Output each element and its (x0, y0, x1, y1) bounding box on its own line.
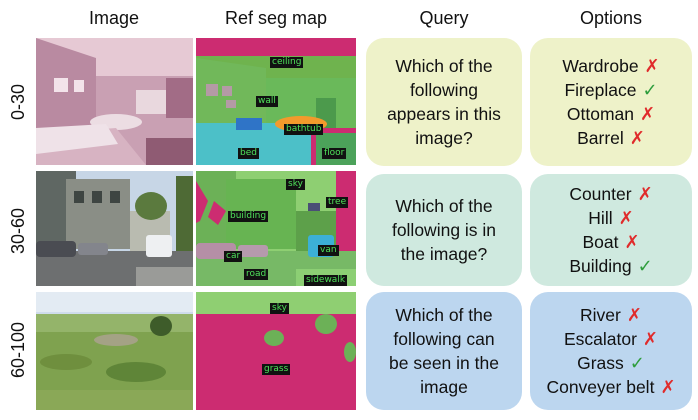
row-label-30-60: 30-60 (8, 207, 28, 255)
segmap-field: sky grass (196, 292, 356, 410)
seg-label: wall (256, 96, 278, 107)
seg-label: car (224, 251, 243, 262)
query-line: Which of the (395, 56, 493, 76)
option-item: Boat✗ (582, 232, 640, 252)
row-label-60-100: 60-100 (8, 321, 28, 379)
header-image: Image (88, 8, 140, 28)
query-card: Which of the following is in the image? (366, 174, 522, 286)
check-icon: ✓ (637, 256, 653, 276)
seg-label: road (244, 269, 269, 280)
option-item: Building✓ (569, 256, 653, 276)
seg-label: sidewalk (304, 275, 348, 286)
option-item: Fireplace✓ (564, 80, 658, 100)
photo-street (36, 171, 193, 286)
seg-label: bed (238, 148, 259, 159)
query-line: appears in this (387, 104, 501, 124)
check-icon: ✓ (629, 353, 645, 373)
segmap-bedroom: ceiling wall bathtub bed floor (196, 38, 356, 165)
query-line: the image? (400, 244, 488, 264)
cross-icon: ✗ (637, 184, 653, 204)
header-options: Options (579, 8, 643, 28)
seg-label: building (228, 211, 269, 222)
row-label-0-30: 0-30 (8, 83, 28, 121)
seg-label: ceiling (270, 57, 304, 68)
query-line: following can (393, 329, 495, 349)
option-item: Hill✗ (588, 208, 634, 228)
options-card: River✗ Escalator✗ Grass✓ Conveyer belt✗ (530, 292, 692, 410)
cross-icon: ✗ (624, 232, 640, 252)
option-item: Grass✓ (577, 353, 645, 373)
seg-label: tree (326, 197, 349, 208)
query-line: be seen in the (389, 353, 499, 373)
segmap-street: sky tree building car van road sidewalk (196, 171, 356, 286)
header-seg-map: Ref seg map (224, 8, 328, 28)
seg-label: bathtub (284, 124, 324, 135)
query-line: image? (415, 128, 473, 148)
seg-label: van (318, 245, 339, 256)
cross-icon: ✗ (626, 305, 642, 325)
query-line: Which of the (395, 305, 493, 325)
option-item: Counter✗ (569, 184, 653, 204)
seg-label: sky (286, 179, 305, 190)
seg-label: floor (322, 148, 347, 159)
option-item: Wardrobe✗ (562, 56, 660, 76)
query-line: following is in (391, 220, 497, 240)
option-item: River✗ (580, 305, 642, 325)
header-query: Query (419, 8, 469, 28)
option-item: Barrel✗ (577, 128, 645, 148)
photo-bedroom (36, 38, 193, 165)
query-line: image (420, 377, 468, 397)
cross-icon: ✗ (644, 56, 660, 76)
query-card: Which of the following appears in this i… (366, 38, 522, 166)
seg-label: sky (270, 303, 289, 314)
option-item: Ottoman✗ (566, 104, 656, 124)
cross-icon: ✗ (640, 104, 656, 124)
options-card: Wardrobe✗ Fireplace✓ Ottoman✗ Barrel✗ (530, 38, 692, 166)
query-card: Which of the following can be seen in th… (366, 292, 522, 410)
cross-icon: ✗ (629, 128, 645, 148)
option-item: Escalator✗ (563, 329, 659, 349)
options-card: Counter✗ Hill✗ Boat✗ Building✓ (530, 174, 692, 286)
option-item: Conveyer belt✗ (546, 377, 676, 397)
check-icon: ✓ (642, 80, 658, 100)
query-line: following (409, 80, 479, 100)
query-line: Which of the (395, 196, 493, 216)
seg-label: grass (262, 364, 291, 375)
cross-icon: ✗ (642, 329, 659, 349)
cross-icon: ✗ (618, 208, 634, 228)
cross-icon: ✗ (660, 377, 676, 397)
photo-field (36, 292, 193, 410)
